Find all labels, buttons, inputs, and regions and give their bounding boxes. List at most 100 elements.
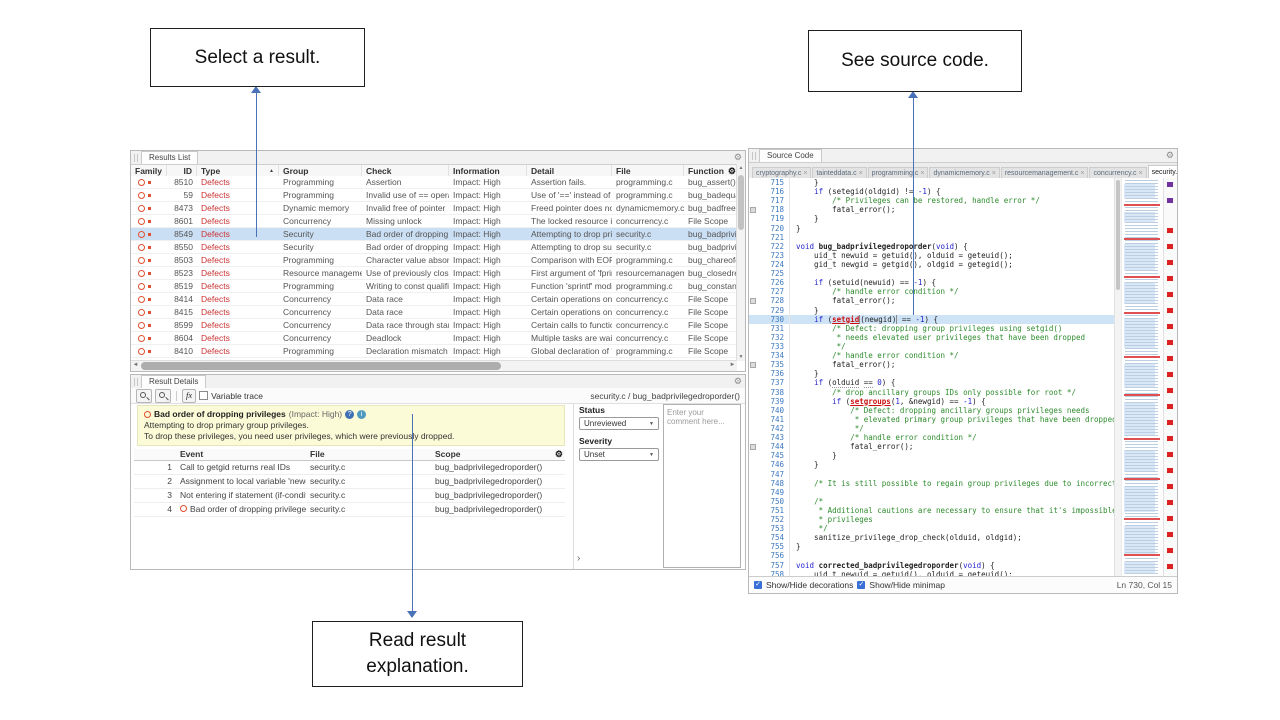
code-line[interactable]: 723 uid_t newuid = getuid(), olduid = ge… [749,250,1115,260]
expand-panel-button[interactable]: › [577,553,581,564]
red-defect-marker-icon[interactable] [1167,484,1173,489]
red-defect-marker-icon[interactable] [1167,228,1173,233]
red-defect-marker-icon[interactable] [1167,516,1173,521]
code-line[interactable]: 720} [749,223,1115,233]
results-list-tab[interactable]: Results List [141,151,199,164]
code-line[interactable]: 728 fatal_error(); [749,296,1115,306]
code-line[interactable]: 743 /* handle error condition */ [749,433,1115,443]
red-defect-marker-icon[interactable] [1167,436,1173,441]
code-line[interactable]: 751 * Additional cautions are necessary … [749,505,1115,516]
red-defect-marker-icon[interactable] [1167,564,1173,569]
file-column-header[interactable]: File [310,449,325,459]
code-line[interactable]: 734 /* handle error condition */ [749,351,1115,361]
code-line[interactable]: 741 * elevated primary group privileges … [749,414,1115,424]
red-defect-marker-icon[interactable] [1167,292,1173,297]
column-header-family[interactable]: Family [131,165,167,177]
close-icon[interactable]: × [991,170,996,177]
fx-button[interactable]: fx [182,388,197,403]
code-editor[interactable]: 715 }716 if (setegid(oldgid) != -1) {717… [749,178,1115,577]
red-defect-marker-icon[interactable] [1167,388,1173,393]
red-defect-marker-icon[interactable] [1167,340,1173,345]
file-tab-security[interactable]: security.c× [1147,165,1177,179]
code-line[interactable]: 733 */ [749,341,1115,352]
code-line[interactable]: 748 /* It is still possible to regain gr… [749,478,1115,488]
code-line[interactable]: 755} [749,542,1115,552]
code-line[interactable]: 754 sanitize_privilege_drop_check(olduid… [749,533,1115,543]
code-line[interactable]: 752 * privileges [749,515,1115,525]
column-header-id[interactable]: ID [167,165,197,177]
red-defect-marker-icon[interactable] [1167,468,1173,473]
file-tab-concurrency[interactable]: concurrency.c× [1089,167,1147,179]
red-defect-marker-icon[interactable] [1167,532,1173,537]
code-line[interactable]: 724 gid_t newgid = getgid(), oldgid = ge… [749,259,1115,270]
decorations-checkbox[interactable]: ✓ [754,581,762,589]
code-line[interactable]: 719 } [749,214,1115,224]
close-icon[interactable]: × [920,170,925,177]
red-defect-marker-icon[interactable] [1167,244,1173,249]
code-line[interactable]: 727 /* handle error condition */ [749,287,1115,297]
variable-trace-checkbox[interactable] [199,391,209,400]
code-line[interactable]: 718 fatal_error(); [749,205,1115,215]
close-icon[interactable]: × [858,170,863,177]
event-table-gear-icon[interactable]: ⚙ [554,449,563,459]
red-defect-marker-icon[interactable] [1167,324,1173,329]
result-info-icon[interactable]: i [357,410,367,419]
red-defect-marker-icon[interactable] [1167,420,1173,425]
source-panel-gear-icon[interactable]: ⚙ [1165,150,1174,160]
scroll-up-icon[interactable]: ▲ [738,165,744,171]
code-line[interactable]: 744 fatal_error(); [749,442,1115,452]
minimap-checkbox[interactable]: ✓ [857,581,866,589]
code-line[interactable]: 747 [749,469,1115,479]
code-line[interactable]: 740 /* Defect: dropping ancillary groups… [749,405,1115,415]
code-line[interactable]: 753 */ [749,524,1115,534]
code-line[interactable]: 715 } [749,178,1115,188]
code-line[interactable]: 732 * needs elevated user privileges tha… [749,332,1115,342]
red-defect-marker-icon[interactable] [1167,260,1173,265]
column-header-information[interactable]: Information [449,165,527,177]
code-line[interactable]: 756 [749,551,1115,561]
status-dropdown[interactable]: Unreviewed▼ [579,417,659,430]
red-defect-marker-icon[interactable] [1167,452,1173,457]
code-line[interactable]: 745 } [749,451,1115,461]
results-vertical-scrollbar[interactable]: ▲ ▼ [736,164,745,361]
code-line[interactable]: 730 if (setgid(newgid) == -1) { [749,314,1115,324]
code-line[interactable]: 731 /* Defect: dropping group privileges… [749,323,1115,333]
code-line[interactable]: 735 fatal_error(); [749,360,1115,370]
column-header-detail[interactable]: Detail [527,165,612,177]
scroll-down-icon[interactable]: ▼ [738,354,744,360]
purple-marker-icon[interactable] [1167,182,1173,187]
file-tab-tainteddata[interactable]: tainteddata.c× [812,167,867,179]
file-tab-cryptography[interactable]: cryptography.c× [752,167,812,179]
column-settings-gear-icon[interactable]: ⚙ [727,166,736,176]
red-defect-marker-icon[interactable] [1167,356,1173,361]
results-horizontal-scrollbar[interactable]: ◄ ► [131,360,737,371]
scope-column-header[interactable]: Scope [435,449,461,459]
red-defect-marker-icon[interactable] [1167,276,1173,281]
red-defect-marker-icon[interactable] [1167,372,1173,377]
code-line[interactable]: 738 /* drop ancillary groups IDs only po… [749,387,1115,397]
column-header-check[interactable]: Check [362,165,449,177]
scroll-right-icon[interactable]: ► [729,362,736,368]
purple-marker-icon[interactable] [1167,198,1173,203]
code-minimap[interactable] [1121,178,1163,577]
red-defect-marker-icon[interactable] [1167,308,1173,313]
close-icon[interactable]: × [1138,170,1143,177]
code-line[interactable]: 749 [749,487,1115,497]
